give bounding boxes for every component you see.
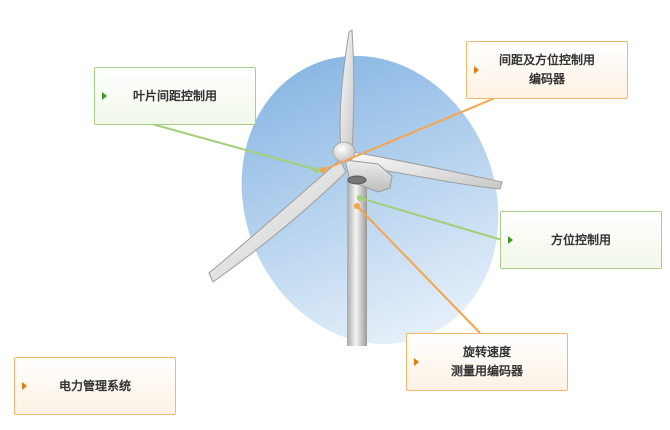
callout-pitch-yaw-encoder: 间距及方位控制用 编码器 — [466, 41, 628, 99]
blade-up — [339, 29, 355, 153]
callout-label: 叶片间距控制用 — [132, 88, 217, 103]
blade-right — [349, 151, 503, 190]
leader-line-yaw-control — [359, 197, 503, 241]
arrow-icon — [508, 236, 513, 244]
callout-yaw-control: 方位控制用 — [500, 211, 662, 269]
callout-power-management: 电力管理系统 — [14, 357, 176, 415]
arrow-icon — [474, 66, 479, 74]
callout-label: 旋转速度 测量用编码器 — [450, 345, 523, 378]
endpoint-yaw-control — [357, 195, 363, 201]
callout-label: 方位控制用 — [550, 232, 611, 247]
leader-line-blade-pitch — [151, 123, 326, 173]
endpoint-pitch-yaw-encoder — [320, 167, 326, 173]
callout-blade-pitch: 叶片间距控制用 — [94, 67, 256, 125]
callout-rotation-speed-encoder: 旋转速度 测量用编码器 — [406, 333, 568, 391]
leader-line-pitch-yaw-encoder — [322, 97, 496, 171]
arrow-icon — [22, 382, 27, 390]
blade-left — [208, 159, 347, 283]
yaw-ring — [347, 175, 367, 185]
arrow-icon — [102, 92, 107, 100]
callout-label: 间距及方位控制用 编码器 — [498, 53, 595, 86]
endpoint-blade-pitch — [313, 167, 319, 173]
endpoint-rotation-speed-encoder — [354, 203, 360, 209]
leader-line-rotation-speed-encoder — [356, 205, 481, 334]
tower — [347, 178, 367, 346]
callout-label: 电力管理系统 — [58, 378, 131, 393]
arrow-icon — [414, 358, 419, 366]
